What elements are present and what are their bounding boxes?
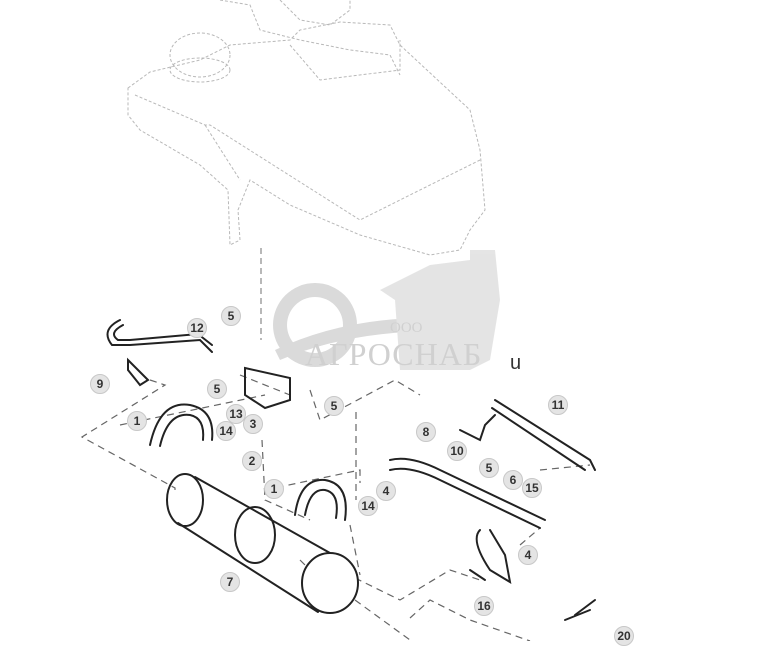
callout-10[interactable]: 10: [447, 441, 467, 461]
callout-14b[interactable]: 14: [358, 496, 378, 516]
callout-14a[interactable]: 14: [216, 421, 236, 441]
callout-6[interactable]: 6: [503, 470, 523, 490]
callout-5a[interactable]: 5: [221, 306, 241, 326]
callout-3[interactable]: 3: [243, 414, 263, 434]
callout-9[interactable]: 9: [90, 374, 110, 394]
watermark-prefix: ООО: [390, 320, 423, 336]
callout-1b[interactable]: 1: [264, 479, 284, 499]
tank-outline: [127, 0, 486, 256]
watermark-logo: [273, 250, 500, 370]
callout-2[interactable]: 2: [242, 451, 262, 471]
callout-5b[interactable]: 5: [207, 379, 227, 399]
callout-20[interactable]: 20: [614, 626, 634, 646]
callout-8[interactable]: 8: [416, 422, 436, 442]
callout-16[interactable]: 16: [474, 596, 494, 616]
callout-5c[interactable]: 5: [324, 396, 344, 416]
hose-12: [106, 319, 213, 353]
callout-4a[interactable]: 4: [376, 481, 396, 501]
callout-12[interactable]: 12: [187, 318, 207, 338]
callout-15[interactable]: 15: [522, 478, 542, 498]
callout-7[interactable]: 7: [220, 572, 240, 592]
watermark-suffix: u: [510, 352, 522, 374]
callout-1a[interactable]: 1: [127, 411, 147, 431]
callout-5d[interactable]: 5: [479, 458, 499, 478]
callout-4b[interactable]: 4: [518, 545, 538, 565]
callout-13[interactable]: 13: [226, 404, 246, 424]
callout-11[interactable]: 11: [548, 395, 568, 415]
watermark-name: АГРОСНАБ: [305, 336, 483, 372]
